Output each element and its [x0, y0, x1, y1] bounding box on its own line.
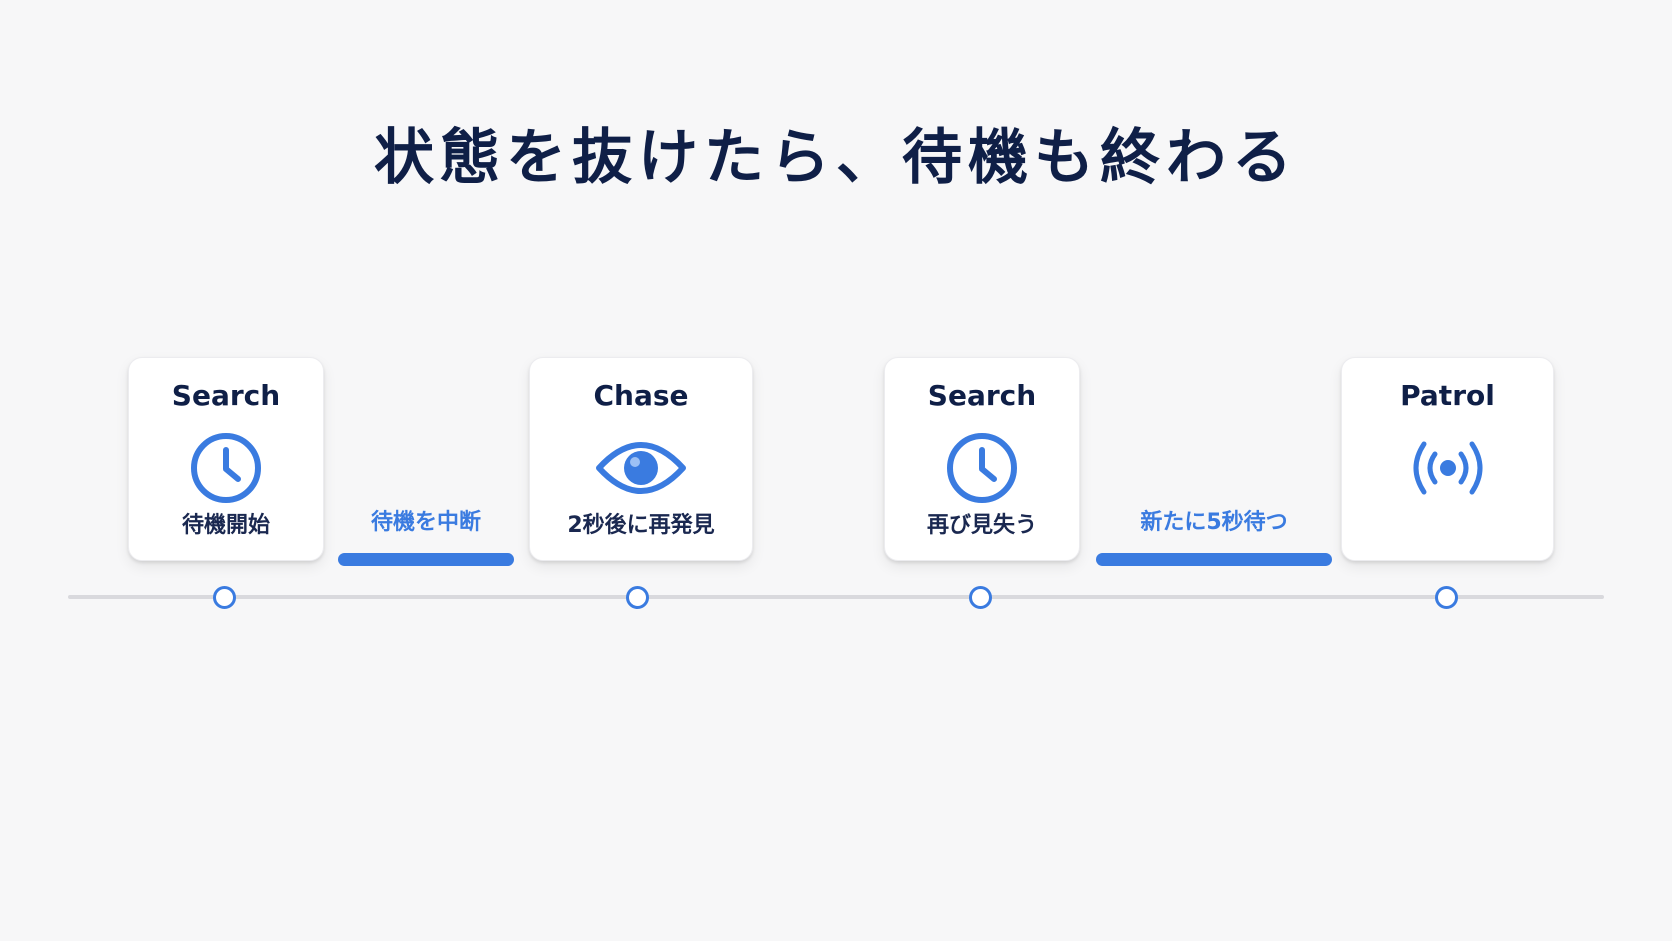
page-title: 状態を抜けたら、待機も終わる — [374, 123, 1298, 193]
state-card-search-2: Search 再び見失う — [884, 357, 1080, 561]
clock-icon — [942, 428, 1022, 508]
state-card-search-1: Search 待機開始 — [128, 357, 324, 561]
transition-bar — [338, 553, 514, 566]
state-caption: 2秒後に再発見 — [567, 513, 715, 538]
state-caption: 再び見失う — [926, 513, 1037, 538]
broadcast-icon — [1400, 428, 1496, 508]
transition-label-interrupt: 待機を中断 — [370, 510, 481, 535]
timeline-dot — [626, 586, 649, 609]
state-name: Search — [171, 379, 281, 412]
timeline-dot — [969, 586, 992, 609]
transition-bar — [1096, 553, 1332, 566]
state-caption: 待機開始 — [181, 513, 270, 538]
transition-label-wait-again: 新たに5秒待つ — [1140, 510, 1288, 535]
state-name: Chase — [593, 379, 689, 412]
timeline-dot — [1435, 586, 1458, 609]
timeline-dot — [213, 586, 236, 609]
clock-icon — [186, 428, 266, 508]
timeline-line — [68, 595, 1604, 599]
state-name: Patrol — [1400, 379, 1495, 412]
state-card-patrol: Patrol — [1341, 357, 1554, 561]
state-card-chase: Chase 2秒後に再発見 — [529, 357, 753, 561]
state-name: Search — [927, 379, 1037, 412]
eye-icon — [593, 428, 689, 508]
